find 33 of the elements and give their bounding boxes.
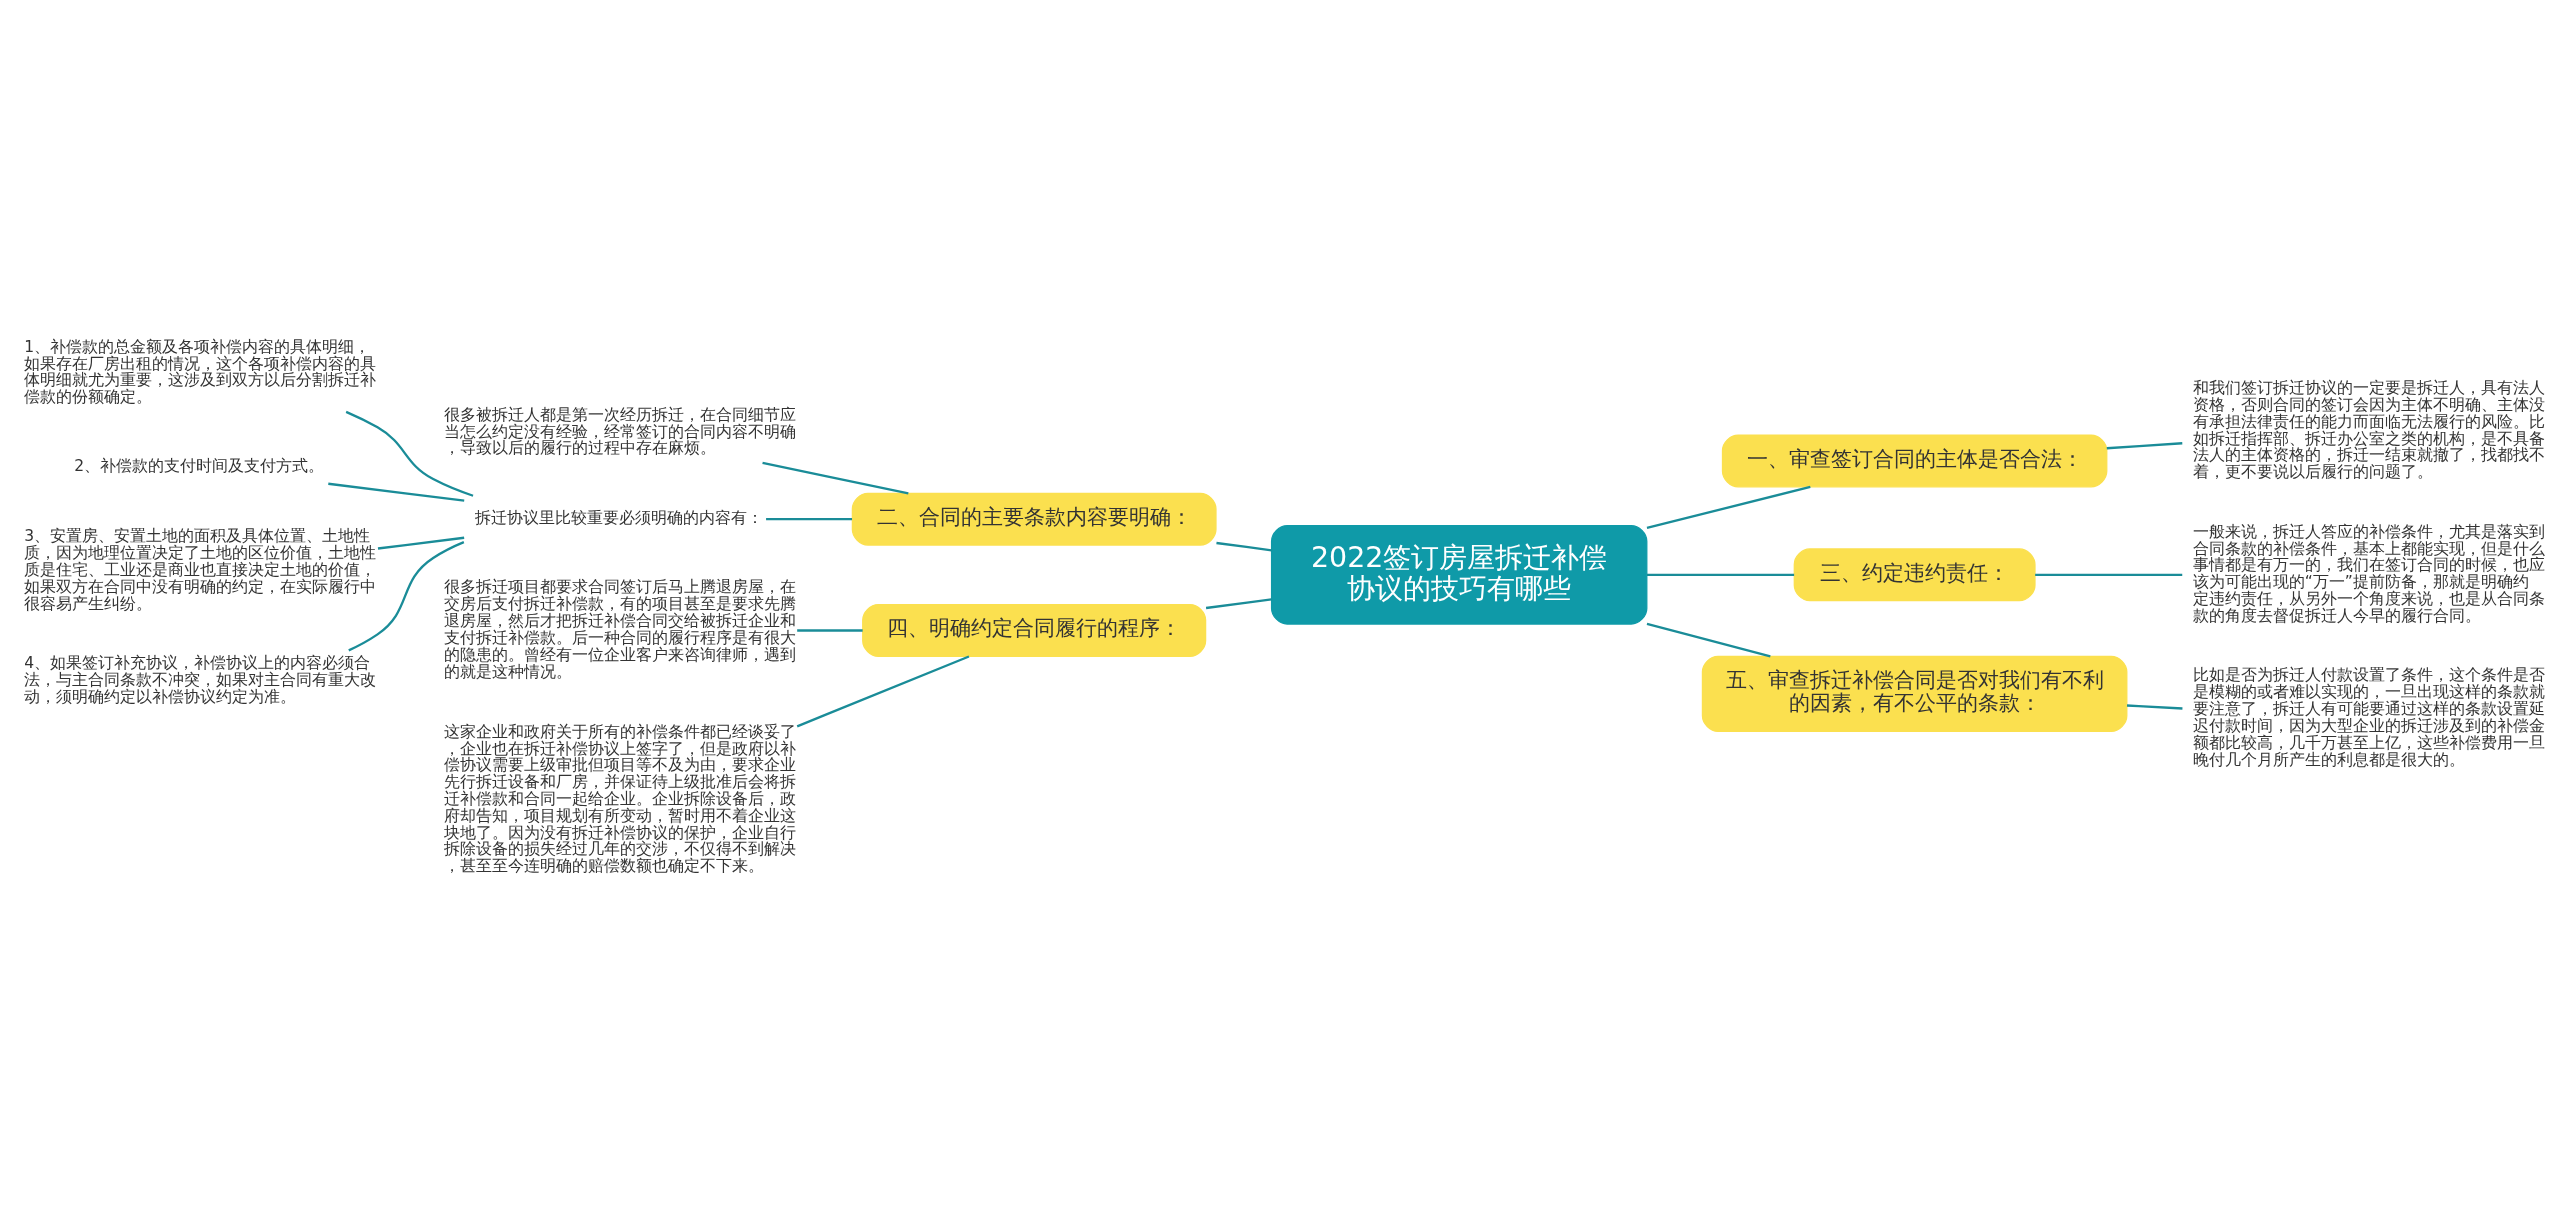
connector [328, 482, 465, 502]
connector [2126, 703, 2183, 710]
node-text: 很多被拆迁人都是第一次经历拆迁，在合同细节应当怎么约定没有经验，经常签订的合同内容不明确，导致以后的履行的过程中存在麻烦。 [443, 405, 796, 457]
connector [796, 654, 970, 727]
node-text: 3、安置房、安置土地的面积及具体位置、土地性质，因为地理位置决定了土地的区位价值，土地性质是住宅、工业还是商业也直接决定土地的价值，如果双方在合同中没有明确的约定，在实际履行中很容易产生纠纷。 [24, 526, 377, 613]
connector [377, 536, 465, 550]
connector [766, 517, 853, 520]
connector [348, 540, 465, 651]
connector [1646, 485, 1811, 529]
connector [1216, 541, 1272, 551]
node-text: 很多拆迁项目都要求合同签订后马上腾退房屋，在交房后支付拆迁补偿款，有的项目甚至是要求先腾退房屋，然后才把拆迁补偿合同交给被拆迁企业和支付拆迁补偿款。后一种合同的履行程序是有很大的隐患的。曾经有一位企业客户来咨询律师，遇到的就是这种情况。 [443, 577, 796, 681]
connector [762, 461, 909, 494]
connector [2106, 441, 2183, 449]
connector [797, 628, 863, 632]
connector [1646, 573, 1795, 576]
connector [345, 410, 474, 497]
node-text: 1、补偿款的总金额及各项补偿内容的具体明细，如果存在厂房出租的情况，这个各项补偿内容的具体明细就尤为重要，这涉及到双方以后分割拆迁补偿款的份额确定。 [24, 337, 377, 406]
node-text: 4、如果签订补充协议，补偿协议上的内容必须合法，与主合同条款不冲突，如果对主合同有重大改动，须明确约定以补偿协议约定为准。 [24, 653, 377, 706]
connector [1646, 622, 1771, 657]
node-text: 2、补偿款的支付时间及支付方式。 [74, 456, 325, 475]
node-box: 三、约定违约责任： [1793, 547, 2036, 601]
node-box: 2022签订房屋拆迁补偿协议的技巧有哪些 [1270, 524, 1648, 625]
node-text: 和我们签订拆迁协议的一定要是拆迁人，具有法人资格，否则合同的签订会因为主体不明确、主体没有承担法律责任的能力而面临无法履行的风险。比如拆迁指挥部、拆迁办公室之类的机构，是不具备法人的主体资格的，拆迁一结束就撤了，找都找不着，更不要说以后履行的问题了。 [2192, 378, 2545, 481]
connector [2035, 573, 2183, 576]
node-box: 一、审查签订合同的主体是否合法： [1721, 433, 2108, 487]
node-text: 一般来说，拆迁人答应的补偿条件，尤其是落实到合同条款的补偿条件，基本上都能实现，但是什么事情都是有万一的，我们在签订合同的时候，也应该为可能出现的“万一”提前防备，那就是明确约定违约责任，从另外一个角度来说，也是从合同条款的角度去督促拆迁人今早的履行合同。 [2192, 522, 2545, 625]
node-box: 五、审查拆迁补偿合同是否对我们有不利的因素，有不公平的条款： [1701, 655, 2128, 732]
node-box: 二、合同的主要条款内容要明确： [851, 492, 1217, 546]
connector [1205, 597, 1272, 609]
node-box: 四、明确约定合同履行的程序： [862, 603, 1207, 657]
node-text: 拆迁协议里比较重要必须明确的内容有： [474, 508, 763, 527]
node-text: 比如是否为拆迁人付款设置了条件，这个条件是否是模糊的或者难以实现的，一旦出现这样的条款就要注意了，拆迁人有可能要通过这样的条款设置延迟付款时间，因为大型企业的拆迁涉及到的补偿金额都比较高，几千万甚至上亿，这些补偿费用一旦晚付几个月所产生的利息都是很大的。 [2192, 665, 2545, 769]
node-text: 这家企业和政府关于所有的补偿条件都已经谈妥了，企业也在拆迁补偿协议上签字了，但是政府以补偿协议需要上级审批但项目等不及为由，要求企业先行拆迁设备和厂房，并保证待上级批准后会将拆迁补偿款和合同一起给企业。企业拆除设备后，政府却告知，项目规划有所变动，暂时用不着企业这块地了。因为没有拆迁补偿协议的保护，企业自行拆除设备的损失经过几年的交涉，不仅得不到解决，甚至至今连明确的赔偿数额也确定不下来。 [443, 722, 796, 875]
